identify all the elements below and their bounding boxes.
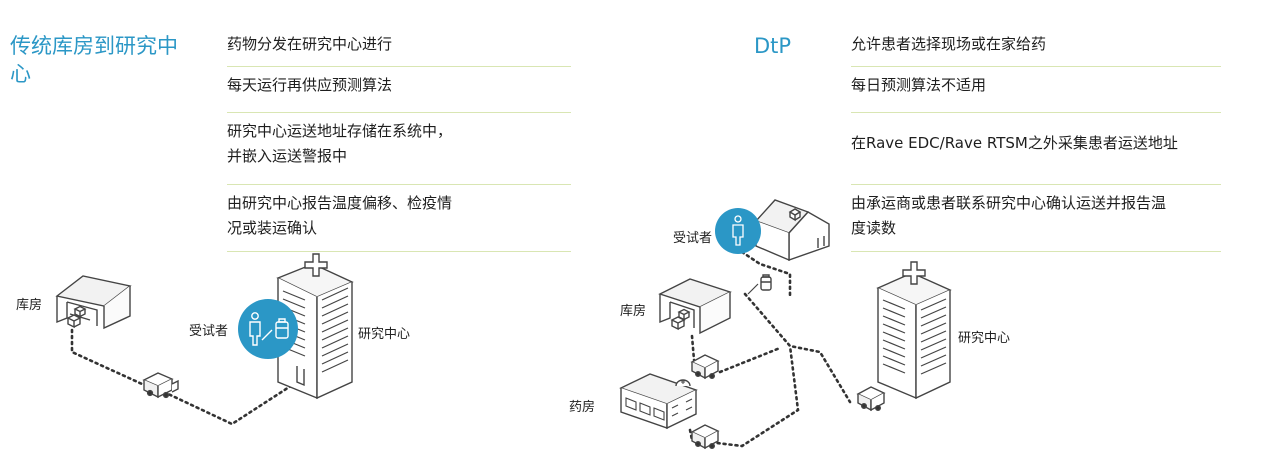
- list-item-text: 允许患者选择现场或在家给药: [851, 35, 1047, 53]
- label-research-site: 研究中心: [358, 327, 411, 342]
- truck-icon: [142, 372, 179, 399]
- pharmacy-building-icon: [619, 373, 698, 430]
- list-item-text: 在Rave EDC/Rave RTSM之外采集患者运送地址: [851, 134, 1178, 152]
- truck-icon: [690, 354, 720, 380]
- list-item-text: 药物分发在研究中心进行: [227, 35, 393, 53]
- truck-icon: [856, 386, 886, 412]
- list-item: 由承运商或患者联系研究中心确认运送并报告温 度读数: [851, 185, 1221, 252]
- list-item: 研究中心运送地址存储在系统中， 并嵌入运送警报中: [227, 113, 571, 185]
- label-subject: 受试者: [673, 231, 713, 246]
- research-site-building-icon: [876, 261, 952, 400]
- package-icon: [670, 308, 691, 331]
- traditional-feature-list: 药物分发在研究中心进行 每天运行再供应预测算法 研究中心运送地址存储在系统中， …: [227, 26, 571, 252]
- list-item-text: 每天运行再供应预测算法: [227, 76, 393, 94]
- subject-badge-left: [238, 299, 298, 359]
- list-item: 药物分发在研究中心进行: [227, 26, 571, 67]
- list-item-text: 由承运商或患者联系研究中心确认运送并报告温: [851, 194, 1167, 212]
- list-item: 每天运行再供应预测算法: [227, 67, 571, 113]
- list-item-text: 度读数: [851, 219, 897, 237]
- title-traditional-line2: 心: [10, 62, 31, 86]
- warehouse-icon: [55, 275, 132, 330]
- package-icon: [66, 305, 87, 329]
- title-traditional: 传统库房到研究中 心: [10, 32, 215, 88]
- list-item: 在Rave EDC/Rave RTSM之外采集患者运送地址: [851, 113, 1221, 185]
- list-item: 由研究中心报告温度偏移、检疫情 况或装运确认: [227, 185, 571, 252]
- warehouse-icon: [658, 278, 732, 335]
- list-item-text: 每日预测算法不适用: [851, 76, 987, 94]
- truck-icon: [690, 424, 720, 450]
- list-item: 允许患者选择现场或在家给药: [851, 26, 1221, 67]
- label-research-site: 研究中心: [958, 331, 1011, 346]
- label-warehouse: 库房: [620, 304, 647, 319]
- subject-badge-right: [715, 208, 761, 254]
- title-dtp: DtP: [754, 34, 792, 58]
- list-item: 每日预测算法不适用: [851, 67, 1221, 113]
- label-pharmacy: 药房: [569, 400, 596, 415]
- label-warehouse: 库房: [16, 298, 43, 313]
- label-subject: 受试者: [189, 324, 229, 339]
- list-item-text: 并嵌入运送警报中: [227, 147, 348, 165]
- patient-home-icon: [754, 199, 830, 262]
- medication-icon: [747, 274, 772, 295]
- list-item-text: 研究中心运送地址存储在系统中，: [227, 122, 453, 140]
- list-item-text: 由研究中心报告温度偏移、检疫情: [227, 194, 453, 212]
- title-traditional-line1: 传统库房到研究中: [10, 34, 178, 58]
- list-item-text: 况或装运确认: [227, 219, 318, 237]
- route-dotted-line: [688, 250, 882, 448]
- dtp-feature-list: 允许患者选择现场或在家给药 每日预测算法不适用 在Rave EDC/Rave R…: [851, 26, 1221, 252]
